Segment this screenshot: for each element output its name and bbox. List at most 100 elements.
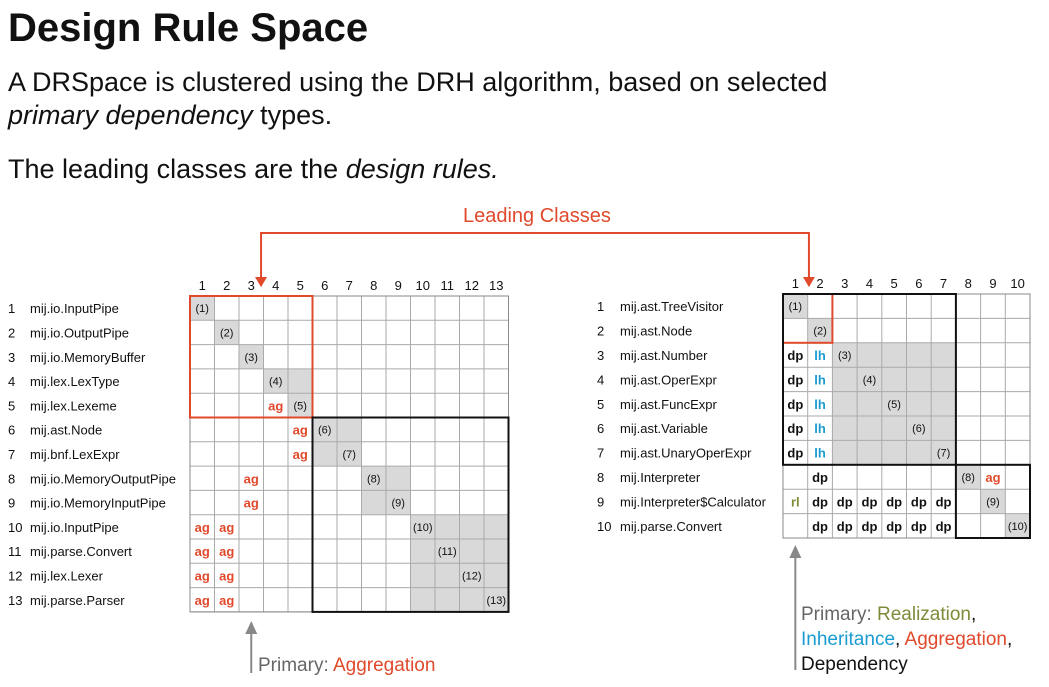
left-matrix-diagonal-label: (13) (486, 595, 506, 607)
right-matrix-row-name: mij.Interpreter$Calculator (620, 494, 767, 509)
right-matrix-row-name: mij.ast.Number (620, 348, 708, 363)
right-matrix-diagonal-label: (10) (1008, 521, 1028, 533)
right-matrix-diagonal-label: (9) (986, 496, 999, 508)
leading-classes-label: Leading Classes (463, 205, 611, 227)
right-matrix-dependency-cell: dp (886, 494, 902, 509)
right-matrix-shaded-cell (906, 391, 932, 416)
left-matrix-dependency-cell: ag (244, 471, 259, 486)
left-matrix-shaded-cell (361, 466, 386, 491)
left-matrix-row-name: mij.ast.Node (30, 423, 102, 438)
left-matrix-shaded-cell (435, 563, 460, 588)
left-matrix-row-name: mij.io.InputPipe (30, 520, 119, 535)
left-matrix-diagonal-label: (7) (343, 449, 356, 461)
right-matrix-dependency-cell: dp (812, 494, 828, 509)
left-matrix-shaded-cell (459, 563, 484, 588)
legend-left-aggregation: Aggregation (332, 655, 436, 676)
subtitle-text-c: The leading classes are the (8, 154, 346, 184)
right-matrix-diagonal-label: (2) (813, 326, 826, 338)
right-matrix-shaded-cell (955, 464, 981, 490)
right-matrix-shaded-cell (931, 367, 956, 392)
left-matrix-row-name: mij.io.OutputPipe (30, 325, 129, 340)
right-matrix-shaded-cell (832, 342, 858, 368)
right-matrix-row-index: 3 (597, 348, 604, 363)
legend-right-comma-3: , (1007, 629, 1013, 650)
left-matrix-column-header: 5 (297, 278, 304, 293)
right-matrix-shaded-cell (857, 342, 882, 368)
legend-right-aggregation: Aggregation (904, 629, 1007, 650)
right-matrix-diagonal-label: (8) (962, 472, 975, 484)
right-matrix-row-index: 1 (597, 299, 604, 314)
subtitle-text-b: types. (252, 100, 333, 130)
right-matrix-shaded-cell (832, 416, 858, 441)
right-matrix-shaded-cell (980, 489, 1006, 514)
left-matrix-diagonal-label: (8) (367, 473, 380, 485)
left-matrix-shaded-cell (435, 587, 460, 612)
left-matrix-row-name: mij.io.MemoryBuffer (30, 350, 146, 365)
left-matrix-row-name: mij.lex.Lexeme (30, 398, 117, 413)
legend-right-realization: Realization (877, 604, 971, 625)
legend-right-pointer-arrowhead (789, 545, 802, 558)
left-matrix-dependency-cell: ag (219, 544, 234, 559)
left-matrix-column-header: 11 (441, 278, 455, 293)
left-matrix-dependency-cell: ag (219, 568, 234, 583)
right-matrix-row-index: 4 (597, 372, 604, 387)
right-matrix-diagonal-label: (5) (887, 399, 900, 411)
right-matrix-dependency-cell: dp (911, 494, 927, 509)
legend-left-prefix: Primary: (258, 655, 333, 676)
left-matrix-shaded-cell (288, 393, 313, 418)
right-matrix-column-header: 5 (891, 276, 898, 291)
right-matrix-shaded-cell (881, 440, 907, 465)
right-matrix-dependency-cell: lh (814, 421, 826, 436)
left-matrix-dependency-cell: ag (219, 593, 234, 608)
right-matrix-shaded-cell (857, 391, 882, 416)
right-matrix-shaded-cell (783, 294, 808, 319)
left-matrix-dependency-cell: ag (293, 447, 308, 462)
left-matrix-shaded-cell (288, 368, 313, 394)
right-matrix-column-header: 6 (915, 276, 922, 291)
left-matrix-row-index: 11 (8, 544, 22, 559)
right-matrix-dependency-cell: dp (787, 372, 803, 387)
left-matrix-diagonal-label: (5) (294, 400, 307, 412)
right-matrix-dependency-cell: dp (787, 446, 803, 461)
right-matrix-dependency-cell: dp (936, 494, 952, 509)
right-matrix-dependency-cell: dp (787, 397, 803, 412)
left-matrix-shaded-cell (459, 514, 484, 539)
right-matrix-dependency-cell: dp (787, 421, 803, 436)
right-matrix-column-header: 8 (965, 276, 972, 291)
right-matrix-shaded-cell (857, 416, 882, 441)
left-matrix-shaded-cell (435, 514, 460, 539)
right-matrix-row-index: 9 (597, 494, 604, 509)
right-matrix-row-name: mij.ast.Variable (620, 421, 708, 436)
right-matrix-dependency-cell: dp (812, 470, 828, 485)
right-matrix-shaded-cell (807, 318, 833, 343)
left-matrix-row-name: mij.io.MemoryOutputPipe (30, 471, 176, 486)
left-matrix-column-header: 13 (489, 278, 503, 293)
left-matrix-row-name: mij.lex.Lexer (30, 568, 104, 583)
right-matrix-row-index: 6 (597, 421, 604, 436)
left-matrix-diagonal-label: (12) (462, 570, 482, 582)
right-matrix-row-name: mij.ast.TreeVisitor (620, 299, 724, 314)
left-matrix-column-header: 8 (370, 278, 377, 293)
left-matrix-row-index: 6 (8, 423, 15, 438)
left-matrix-shaded-cell (190, 296, 215, 321)
right-matrix-row-name: mij.Interpreter (620, 470, 701, 485)
leading-classes-arrowhead-right (802, 277, 815, 287)
left-matrix-shaded-cell (484, 539, 509, 564)
right-matrix-dependency-cell: lh (814, 397, 826, 412)
left-matrix-diagonal-label: (9) (392, 498, 405, 510)
right-matrix-column-header: 2 (816, 276, 823, 291)
right-matrix-shaded-cell (832, 391, 858, 416)
left-matrix-shaded-cell (459, 539, 484, 564)
right-matrix-shaded-cell (931, 416, 956, 441)
left-matrix-dependency-cell: ag (195, 568, 210, 583)
right-matrix-dependency-cell: dp (862, 519, 878, 534)
left-matrix-shaded-cell (214, 320, 239, 345)
left-matrix-column-header: 2 (223, 278, 230, 293)
right-matrix-row-name: mij.ast.UnaryOperExpr (620, 446, 752, 461)
right-matrix-column-header: 10 (1010, 276, 1024, 291)
left-matrix-dependency-cell: ag (268, 398, 283, 413)
right-matrix-shaded-cell (832, 440, 858, 465)
right-matrix-column-header: 1 (792, 276, 799, 291)
